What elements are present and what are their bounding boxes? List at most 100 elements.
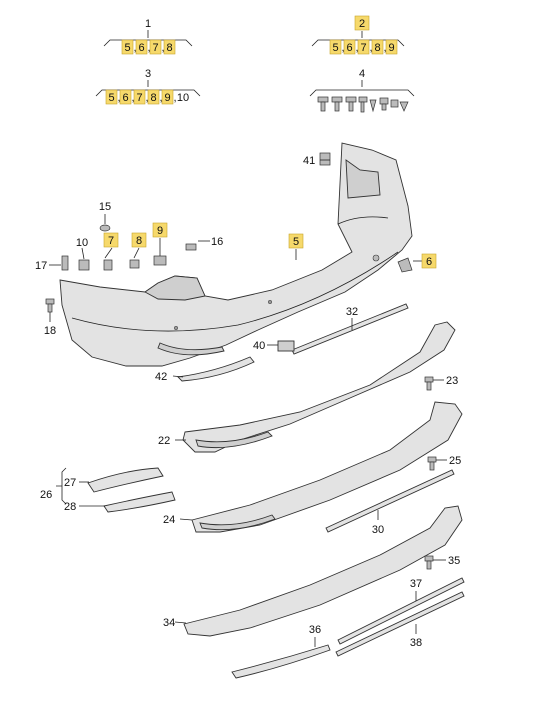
callout-41: 41 <box>303 155 315 167</box>
clip-8-icon <box>129 259 140 269</box>
group-item-separator: , <box>356 42 359 54</box>
reflector-27 <box>87 467 164 493</box>
group-3-items: 5,6,7,8,9,10 <box>105 89 189 105</box>
callout-24: 24 <box>163 514 175 526</box>
callout-27: 27 <box>64 477 76 489</box>
screw-25-icon <box>427 456 437 463</box>
group-item-label: 9 <box>388 42 394 54</box>
group-item-box <box>105 89 118 105</box>
group-item-box <box>119 89 132 105</box>
group-1-number: 1 <box>145 18 151 30</box>
group-item-box <box>161 89 174 105</box>
group-1-items: 5,6,7,8 <box>121 39 176 55</box>
group-item-separator: , <box>134 42 137 54</box>
callout-35: 35 <box>448 555 460 567</box>
group-item-box <box>371 39 384 55</box>
callout-8-box <box>131 232 147 248</box>
group-3: 3 5,6,7,8,9,10 <box>95 68 201 105</box>
callout-22: 22 <box>158 435 170 447</box>
callout-8: 8 <box>136 235 142 247</box>
group-item-separator: , <box>160 92 163 104</box>
clip-17-icon <box>61 255 69 271</box>
fastener-set-icon <box>317 96 409 113</box>
group-item-label: 8 <box>374 42 380 54</box>
group-item-label: 8 <box>150 92 156 104</box>
leader-lines <box>49 159 447 647</box>
group-item-separator: , <box>370 42 373 54</box>
group-item-label: 8 <box>166 42 172 54</box>
lower-trim-34 <box>183 505 463 637</box>
callout-7-box <box>103 232 119 248</box>
group-3-number: 3 <box>145 68 151 80</box>
group-item-box <box>147 89 160 105</box>
group-item-separator: , <box>384 42 387 54</box>
group-4: 4 <box>309 68 415 113</box>
callout-labels: 7 8 9 5 6 10 15 16 17 18 41 32 40 42 23 … <box>35 155 461 649</box>
bracket-40 <box>277 340 295 352</box>
group-item-box <box>121 39 134 55</box>
group-item-separator: , <box>162 42 165 54</box>
group-1: 1 5,6,7,8 <box>103 18 193 55</box>
group-item-separator: , <box>118 92 121 104</box>
callout-42: 42 <box>155 371 167 383</box>
group-2-items: 5,6,7,8,9 <box>329 39 398 55</box>
bumper-cover <box>59 142 413 367</box>
strip-32 <box>291 303 409 355</box>
group-item-box <box>149 39 162 55</box>
group-item-box <box>385 39 398 55</box>
callout-34: 34 <box>163 617 175 629</box>
clip-6-icon <box>397 257 413 273</box>
group-item-label: 5 <box>332 42 338 54</box>
group-item-label: 10 <box>177 92 189 104</box>
callout-28: 28 <box>64 501 76 513</box>
callout-16: 16 <box>211 236 223 248</box>
group-item-label: 6 <box>122 92 128 104</box>
group-item-box <box>329 39 342 55</box>
clip-15-icon <box>99 224 111 232</box>
group-item-label: 7 <box>136 92 142 104</box>
group-item-label: 7 <box>360 42 366 54</box>
group-item-label: 7 <box>152 42 158 54</box>
group-item-label: 5 <box>124 42 130 54</box>
screw-18-shaft-icon <box>47 303 53 313</box>
group-item-label: 6 <box>346 42 352 54</box>
group-item-separator: , <box>342 42 345 54</box>
reflector-28 <box>103 491 176 513</box>
reflector-strip <box>177 356 255 382</box>
callout-30: 30 <box>372 524 384 536</box>
group-2-number: 2 <box>359 18 365 30</box>
callout-37: 37 <box>410 578 422 590</box>
group-item-separator: , <box>132 92 135 104</box>
group-item-box <box>163 39 176 55</box>
callout-6-box <box>421 253 437 269</box>
group-item-box <box>357 39 370 55</box>
callout-7: 7 <box>108 235 114 247</box>
screw-23-icon <box>424 376 434 383</box>
group-item-label: 5 <box>108 92 114 104</box>
trim-strip-38 <box>335 591 465 657</box>
callout-6: 6 <box>426 256 432 268</box>
callout-5: 5 <box>293 236 299 248</box>
callout-9: 9 <box>157 225 163 237</box>
group-item-box <box>343 39 356 55</box>
callout-25: 25 <box>449 455 461 467</box>
screw-18-head-icon <box>45 298 55 305</box>
callout-23: 23 <box>446 375 458 387</box>
reflector-36 <box>231 644 331 679</box>
callout-18: 18 <box>44 325 56 337</box>
group-item-label: 9 <box>164 92 170 104</box>
bracket-41-icon <box>319 152 331 166</box>
callout-17: 17 <box>35 260 47 272</box>
callout-38: 38 <box>410 637 422 649</box>
callout-26: 26 <box>40 489 52 501</box>
callout-9-box <box>152 222 168 238</box>
group-item-label: 6 <box>138 42 144 54</box>
group-item-box <box>133 89 146 105</box>
trim-strip-37 <box>337 577 465 645</box>
callout-32: 32 <box>346 306 358 318</box>
trim-strip-30 <box>325 469 455 533</box>
screw-16-icon <box>185 243 197 251</box>
lower-trim-24 <box>191 401 463 533</box>
clip-7-icon <box>103 259 113 271</box>
